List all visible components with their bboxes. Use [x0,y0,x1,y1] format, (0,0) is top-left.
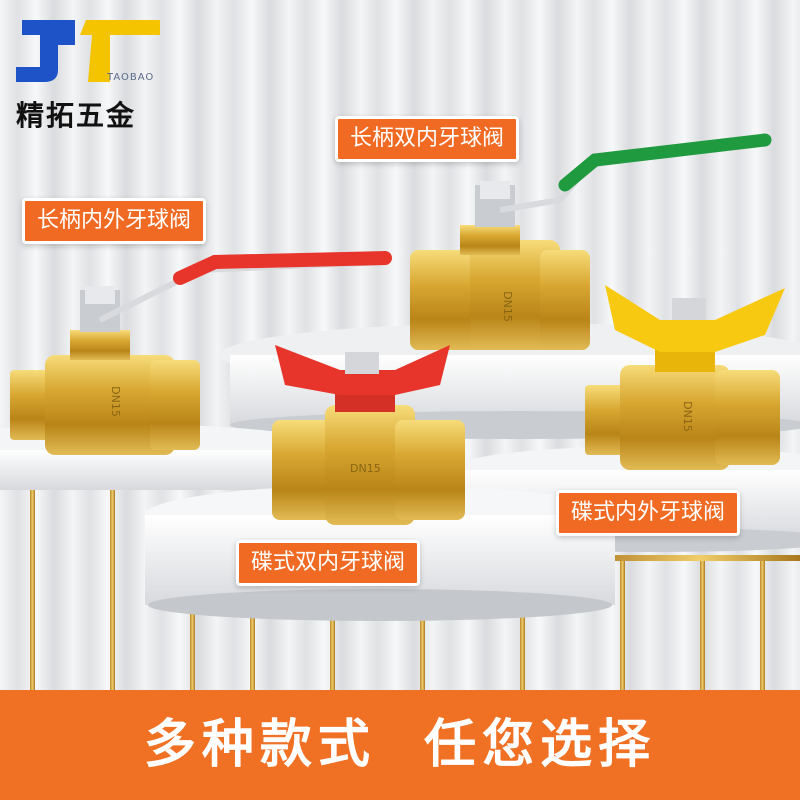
valve-marking-red-long: DN15 [108,386,122,417]
label-long-handle-male-female: 长柄内外牙球阀 [22,198,207,244]
valve-yellow-butterfly [585,285,785,470]
valve-marking-green-long: DN15 [500,291,514,322]
promo-banner-text: 多种款式 任您选择 [143,715,657,775]
brand-logo: TAOBAO 精拓五金 [14,10,184,132]
promo-banner [0,690,800,800]
brand-logo-icon [16,20,160,82]
valve-green-long-handle [410,133,772,350]
valve-marking-red-butterfly: DN15 [350,462,381,475]
valve-red-butterfly [272,345,465,525]
pedestal-left [0,424,340,490]
brand-subtitle: TAOBAO [107,72,155,83]
valve-marking-yellow-butterfly: DN15 [680,401,694,432]
valve-red-long-handle [10,251,392,455]
label-long-handle-double-female: 长柄双内牙球阀 [335,116,520,162]
brand-name: 精拓五金 [16,99,137,132]
label-butterfly-male-female: 碟式内外牙球阀 [556,490,741,536]
label-butterfly-double-female: 碟式双内牙球阀 [236,540,421,586]
